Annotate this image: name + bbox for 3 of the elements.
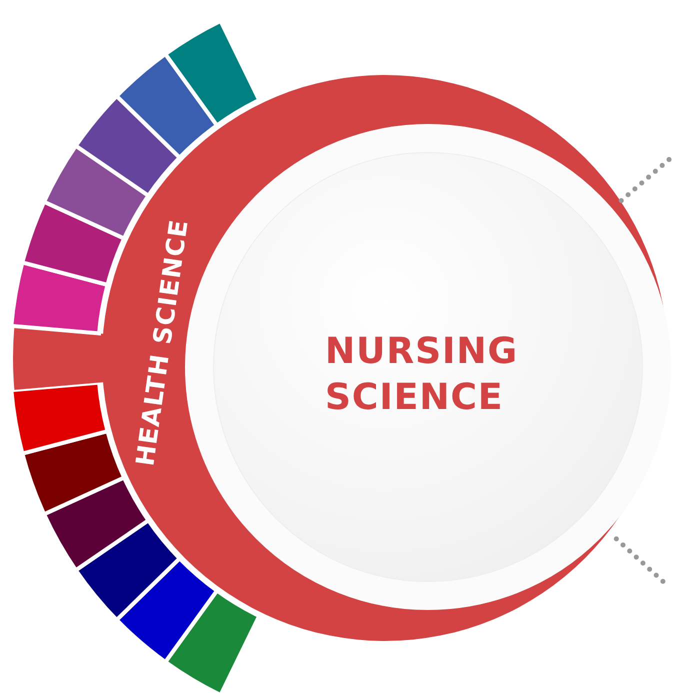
center-label: NURSING SCIENCE	[325, 330, 520, 420]
band-label: HEALTH SCIENCE	[129, 216, 195, 470]
dotted-line	[618, 154, 674, 204]
